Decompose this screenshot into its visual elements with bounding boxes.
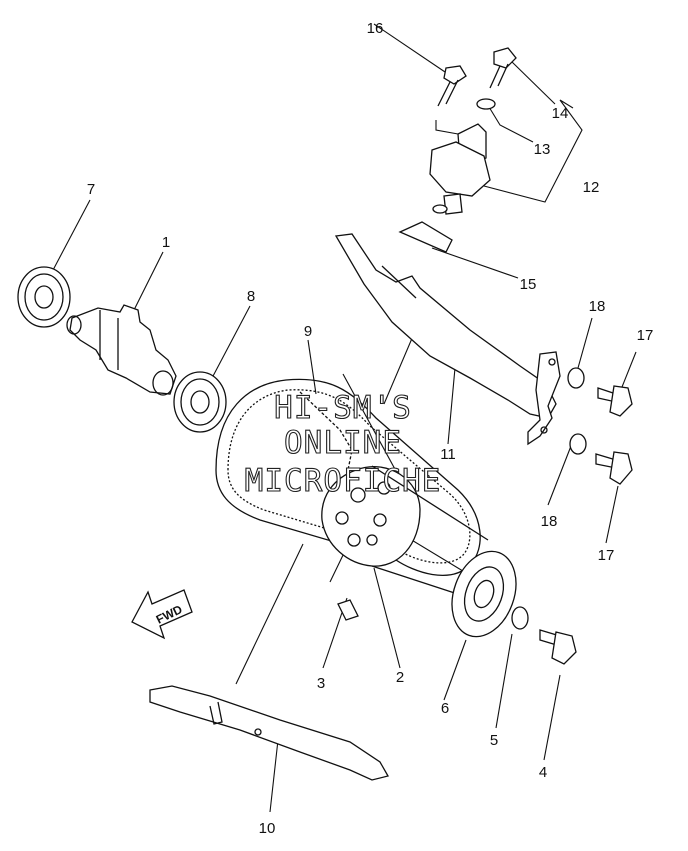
callout-8: 8 (247, 288, 255, 305)
callouts: 1 2 3 4 5 6 7 8 9 10 11 12 13 14 15 16 1… (87, 20, 654, 837)
bearing-right (173, 371, 227, 433)
watermark-line3: MICROFICHE (245, 463, 442, 499)
camshaft (66, 304, 177, 396)
callout-4: 4 (539, 764, 547, 781)
bearing-left (17, 266, 71, 328)
callout-5: 5 (490, 732, 498, 749)
callout-17-top: 17 (637, 327, 654, 344)
callout-1: 1 (162, 234, 170, 251)
tensioner-assembly (398, 47, 517, 253)
cam-sprocket (321, 465, 489, 601)
callout-11: 11 (440, 446, 456, 463)
watermark-line1: HI-SM'S (274, 390, 412, 426)
callout-7: 7 (87, 181, 95, 198)
callout-13: 13 (534, 141, 551, 158)
guide-bolts (567, 367, 633, 485)
dowel-pin (337, 599, 359, 621)
callout-12: 12 (583, 179, 600, 196)
callout-3: 3 (317, 675, 325, 692)
callout-6: 6 (441, 700, 449, 717)
callout-16: 16 (367, 20, 384, 37)
watermark-line2: ONLINE (284, 425, 402, 461)
callout-18-top: 18 (589, 298, 606, 315)
timing-chain (215, 378, 481, 576)
chain-guide (334, 233, 561, 446)
leader-lines (51, 23, 637, 813)
callout-14: 14 (552, 105, 569, 122)
small-gear (299, 391, 353, 471)
callout-10: 10 (259, 820, 276, 837)
callout-9: 9 (304, 323, 312, 340)
callout-2: 2 (396, 669, 404, 686)
callout-17-bottom: 17 (598, 547, 615, 564)
watermark: HI-SM'S ONLINE MICROFICHE (244, 389, 442, 499)
sprocket-bolt (511, 606, 577, 665)
sprocket-plate (451, 550, 517, 638)
fwd-arrow-icon: FWD (131, 589, 193, 640)
callout-15: 15 (520, 276, 537, 293)
callout-18-bottom: 18 (541, 513, 558, 530)
lower-chain-guide (149, 685, 389, 781)
